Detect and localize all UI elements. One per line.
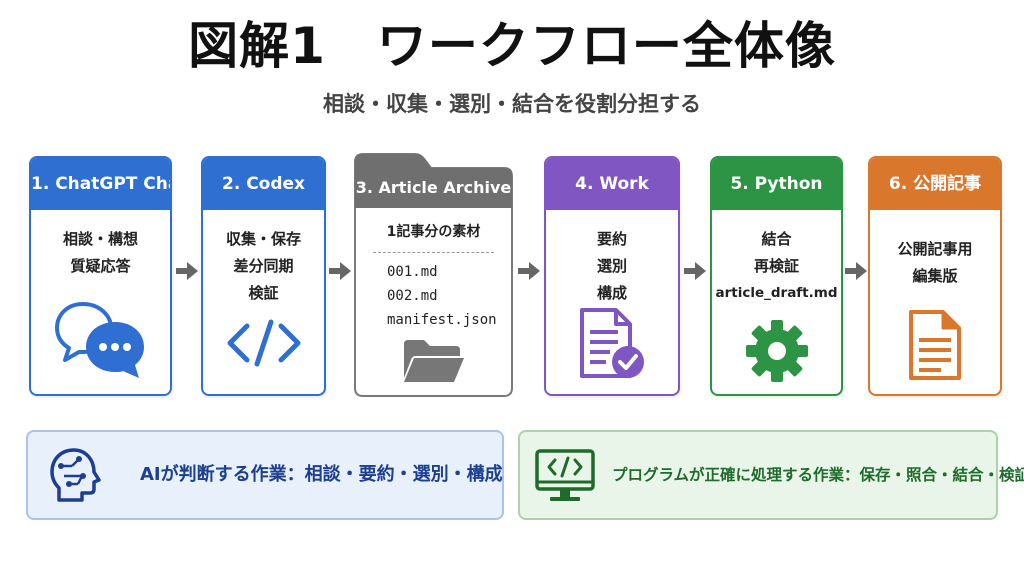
divider (373, 252, 494, 253)
ai-tasks-box: AIが判断する作業：相談・要約・選別・構成 (26, 430, 504, 520)
flow-arrow (176, 262, 198, 280)
step-card-published-article: 6. 公開記事 公開記事用 編集版 (868, 156, 1002, 396)
step-card-article-archive: 3. Article Archive 1記事分の素材 001.md 002.md… (353, 152, 514, 398)
step-text: 要約 (596, 230, 627, 248)
page-subtitle: 相談・収集・選別・結合を役割分担する (323, 92, 701, 116)
code-brackets-icon (227, 319, 300, 367)
step-text: 再検証 (753, 257, 799, 275)
document-check-icon (580, 308, 644, 378)
monitor-code-icon (535, 449, 595, 501)
ai-tasks-text: AIが判断する作業：相談・要約・選別・構成 (140, 464, 503, 485)
step-text: article_draft.md (715, 285, 838, 301)
step-card-codex: 2. Codex 収集・保存 差分同期 検証 (201, 156, 326, 396)
file-name: 002.md (387, 288, 438, 304)
step-text: 選別 (596, 257, 627, 275)
step-text: 結合 (761, 230, 792, 248)
file-name: 001.md (387, 264, 438, 280)
step-text: 構成 (596, 284, 627, 302)
step-title: 2. Codex (203, 158, 324, 210)
step-text: 編集版 (912, 267, 958, 285)
step-title: 5. Python (712, 158, 841, 210)
step-subtitle: 1記事分の素材 (386, 224, 481, 240)
chat-bubbles-icon (54, 302, 144, 378)
flow-arrow (518, 262, 540, 280)
step-card-work: 4. Work 要約 選別 構成 (544, 156, 680, 396)
flow-arrow (684, 262, 706, 280)
step-title: 4. Work (546, 158, 678, 210)
step-title: 6. 公開記事 (870, 158, 1000, 210)
step-text: 公開記事用 (897, 240, 973, 258)
step-text: 差分同期 (233, 257, 294, 275)
folder-icon (404, 340, 464, 382)
flow-arrow (329, 262, 351, 280)
step-title: 1. ChatGPT Chat (31, 158, 170, 210)
gear-icon (745, 320, 808, 382)
document-icon (909, 310, 961, 380)
step-text: 相談・構想 (62, 230, 138, 248)
step-card-python: 5. Python 結合 再検証 article_draft.md (710, 156, 843, 396)
file-name: manifest.json (387, 312, 497, 328)
archive-folder-shape (354, 153, 513, 397)
page-title: 図解1 ワークフロー全体像 (188, 17, 836, 75)
step-title: 3. Article Archive (355, 178, 512, 197)
ai-head-icon (50, 448, 101, 502)
flow-arrow (845, 262, 867, 280)
step-text: 検証 (248, 284, 279, 302)
step-text: 収集・保存 (225, 230, 301, 248)
step-text: 質疑応答 (70, 257, 131, 275)
program-tasks-text: プログラムが正確に処理する作業：保存・照合・結合・検証 (612, 466, 1024, 484)
step-card-chatgpt: 1. ChatGPT Chat 相談・構想 質疑応答 (29, 156, 172, 396)
program-tasks-box: プログラムが正確に処理する作業：保存・照合・結合・検証 (518, 430, 1024, 520)
